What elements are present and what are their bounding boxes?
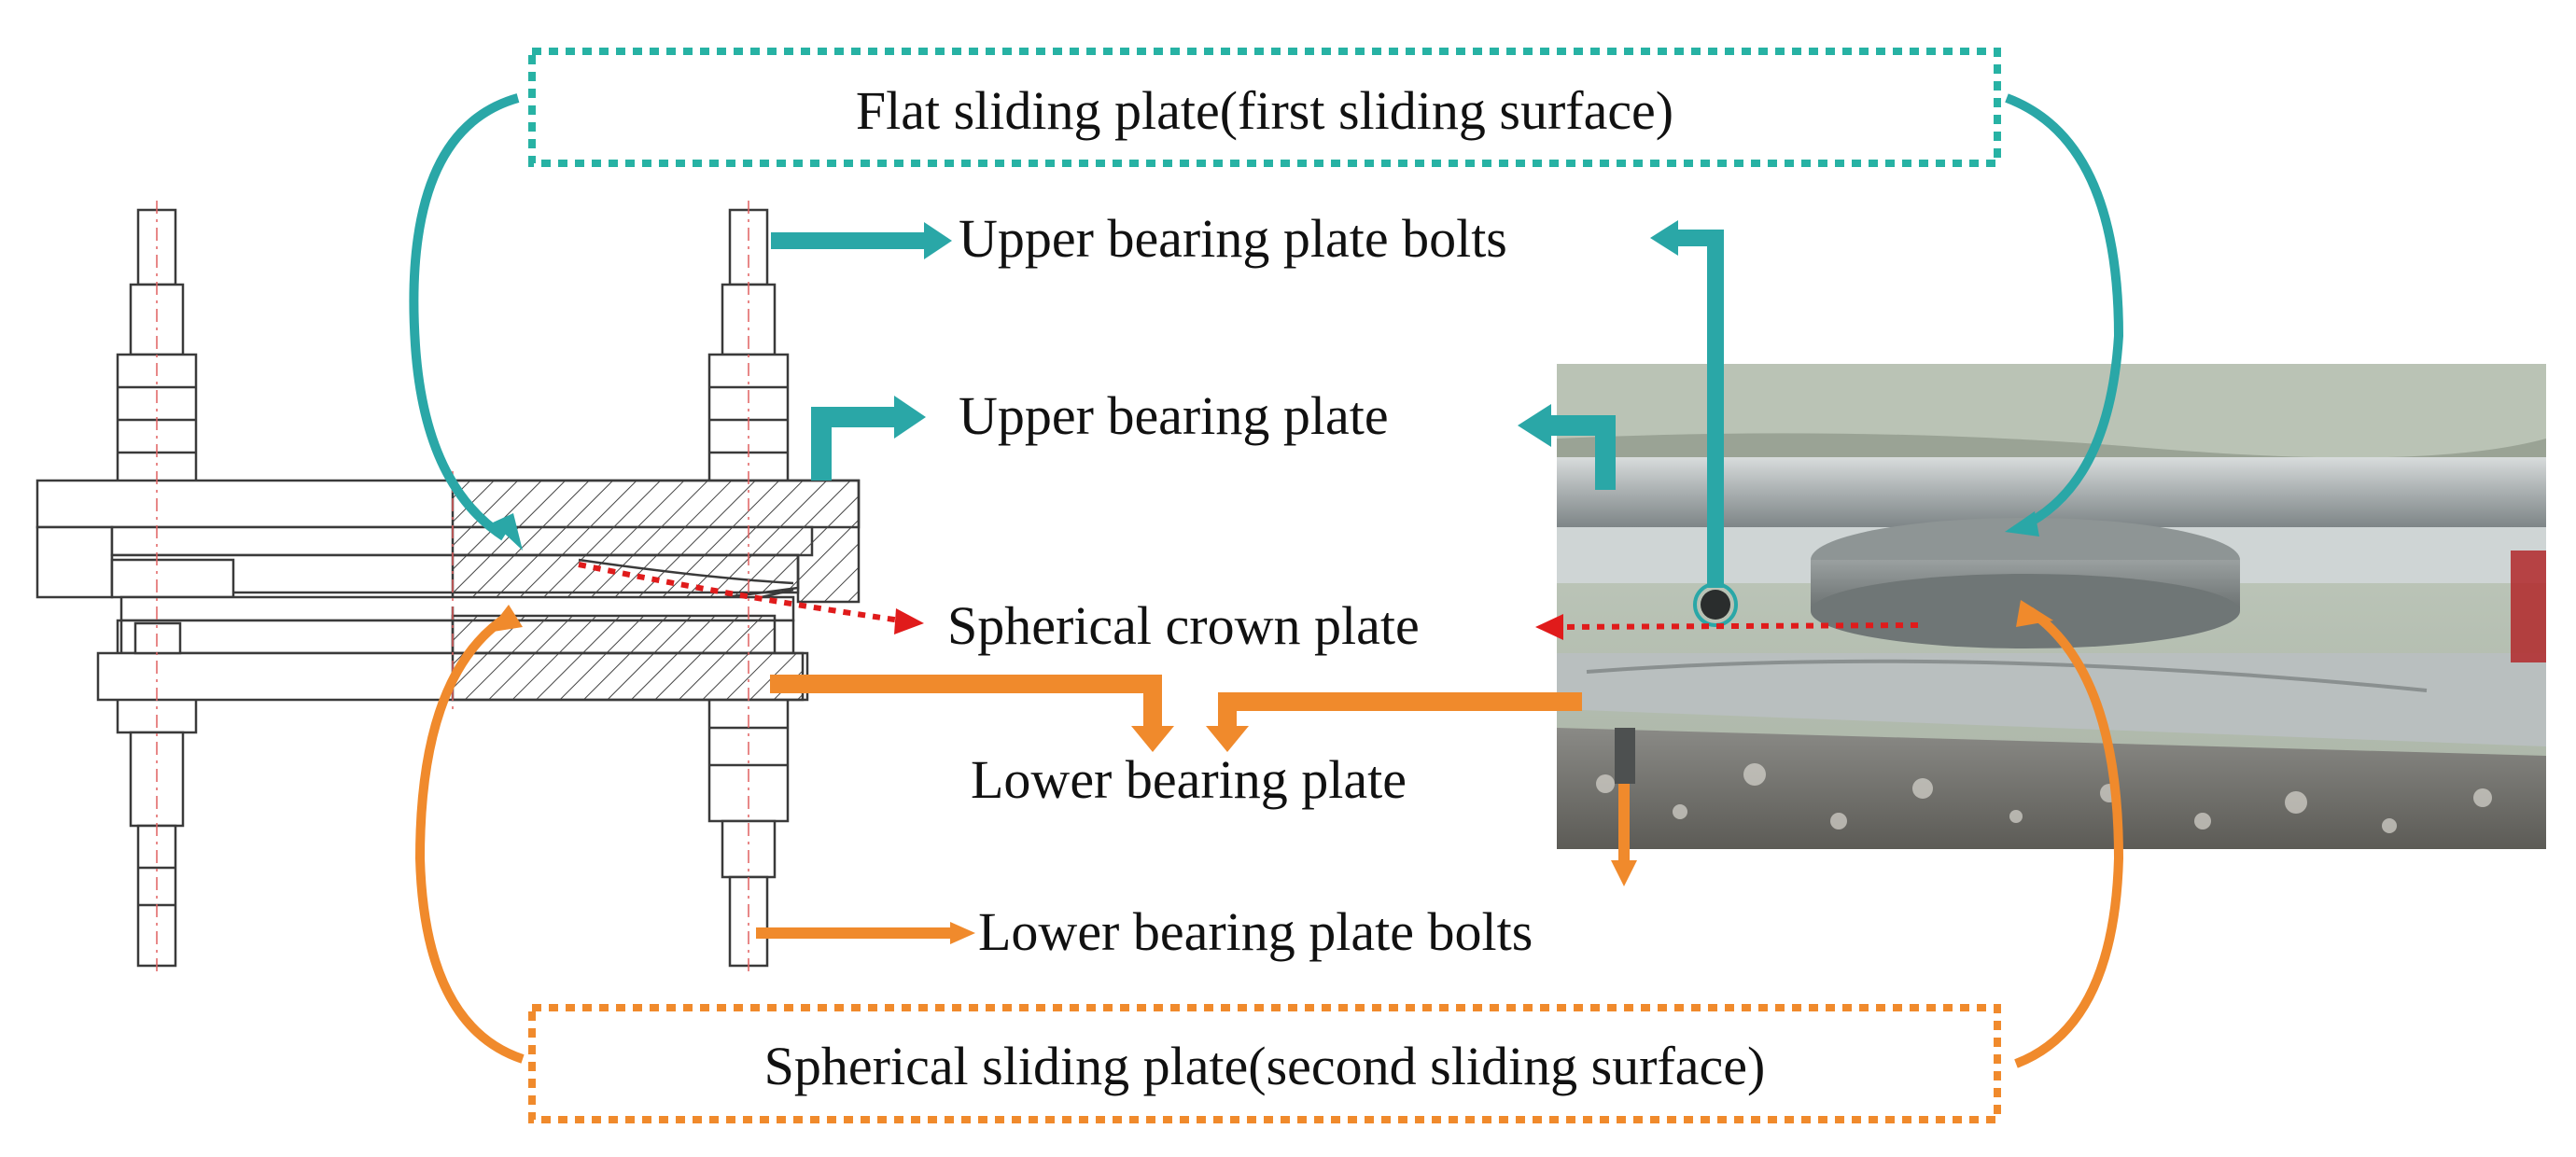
cross-section-drawing xyxy=(35,201,861,975)
arrows xyxy=(409,93,2124,1068)
spherical-sliding-plate-label: Spherical sliding plate(second sliding s… xyxy=(764,1036,1766,1096)
flat-sliding-plate-label: Flat sliding plate(first sliding surface… xyxy=(856,80,1673,141)
upper-bearing-plate-bolts-label: Upper bearing plate bolts xyxy=(959,208,1507,269)
flat-sliding-plate-box xyxy=(528,48,2001,167)
spherical-crown-plate-label: Spherical crown plate xyxy=(947,595,1420,656)
lower-bearing-plate-label: Lower bearing plate xyxy=(971,749,1407,810)
bearing-photo xyxy=(1557,364,2546,849)
spherical-sliding-plate-box xyxy=(528,1004,2001,1123)
upper-bearing-plate-label: Upper bearing plate xyxy=(959,385,1389,446)
lower-bearing-plate-bolts-label: Lower bearing plate bolts xyxy=(978,901,1533,962)
